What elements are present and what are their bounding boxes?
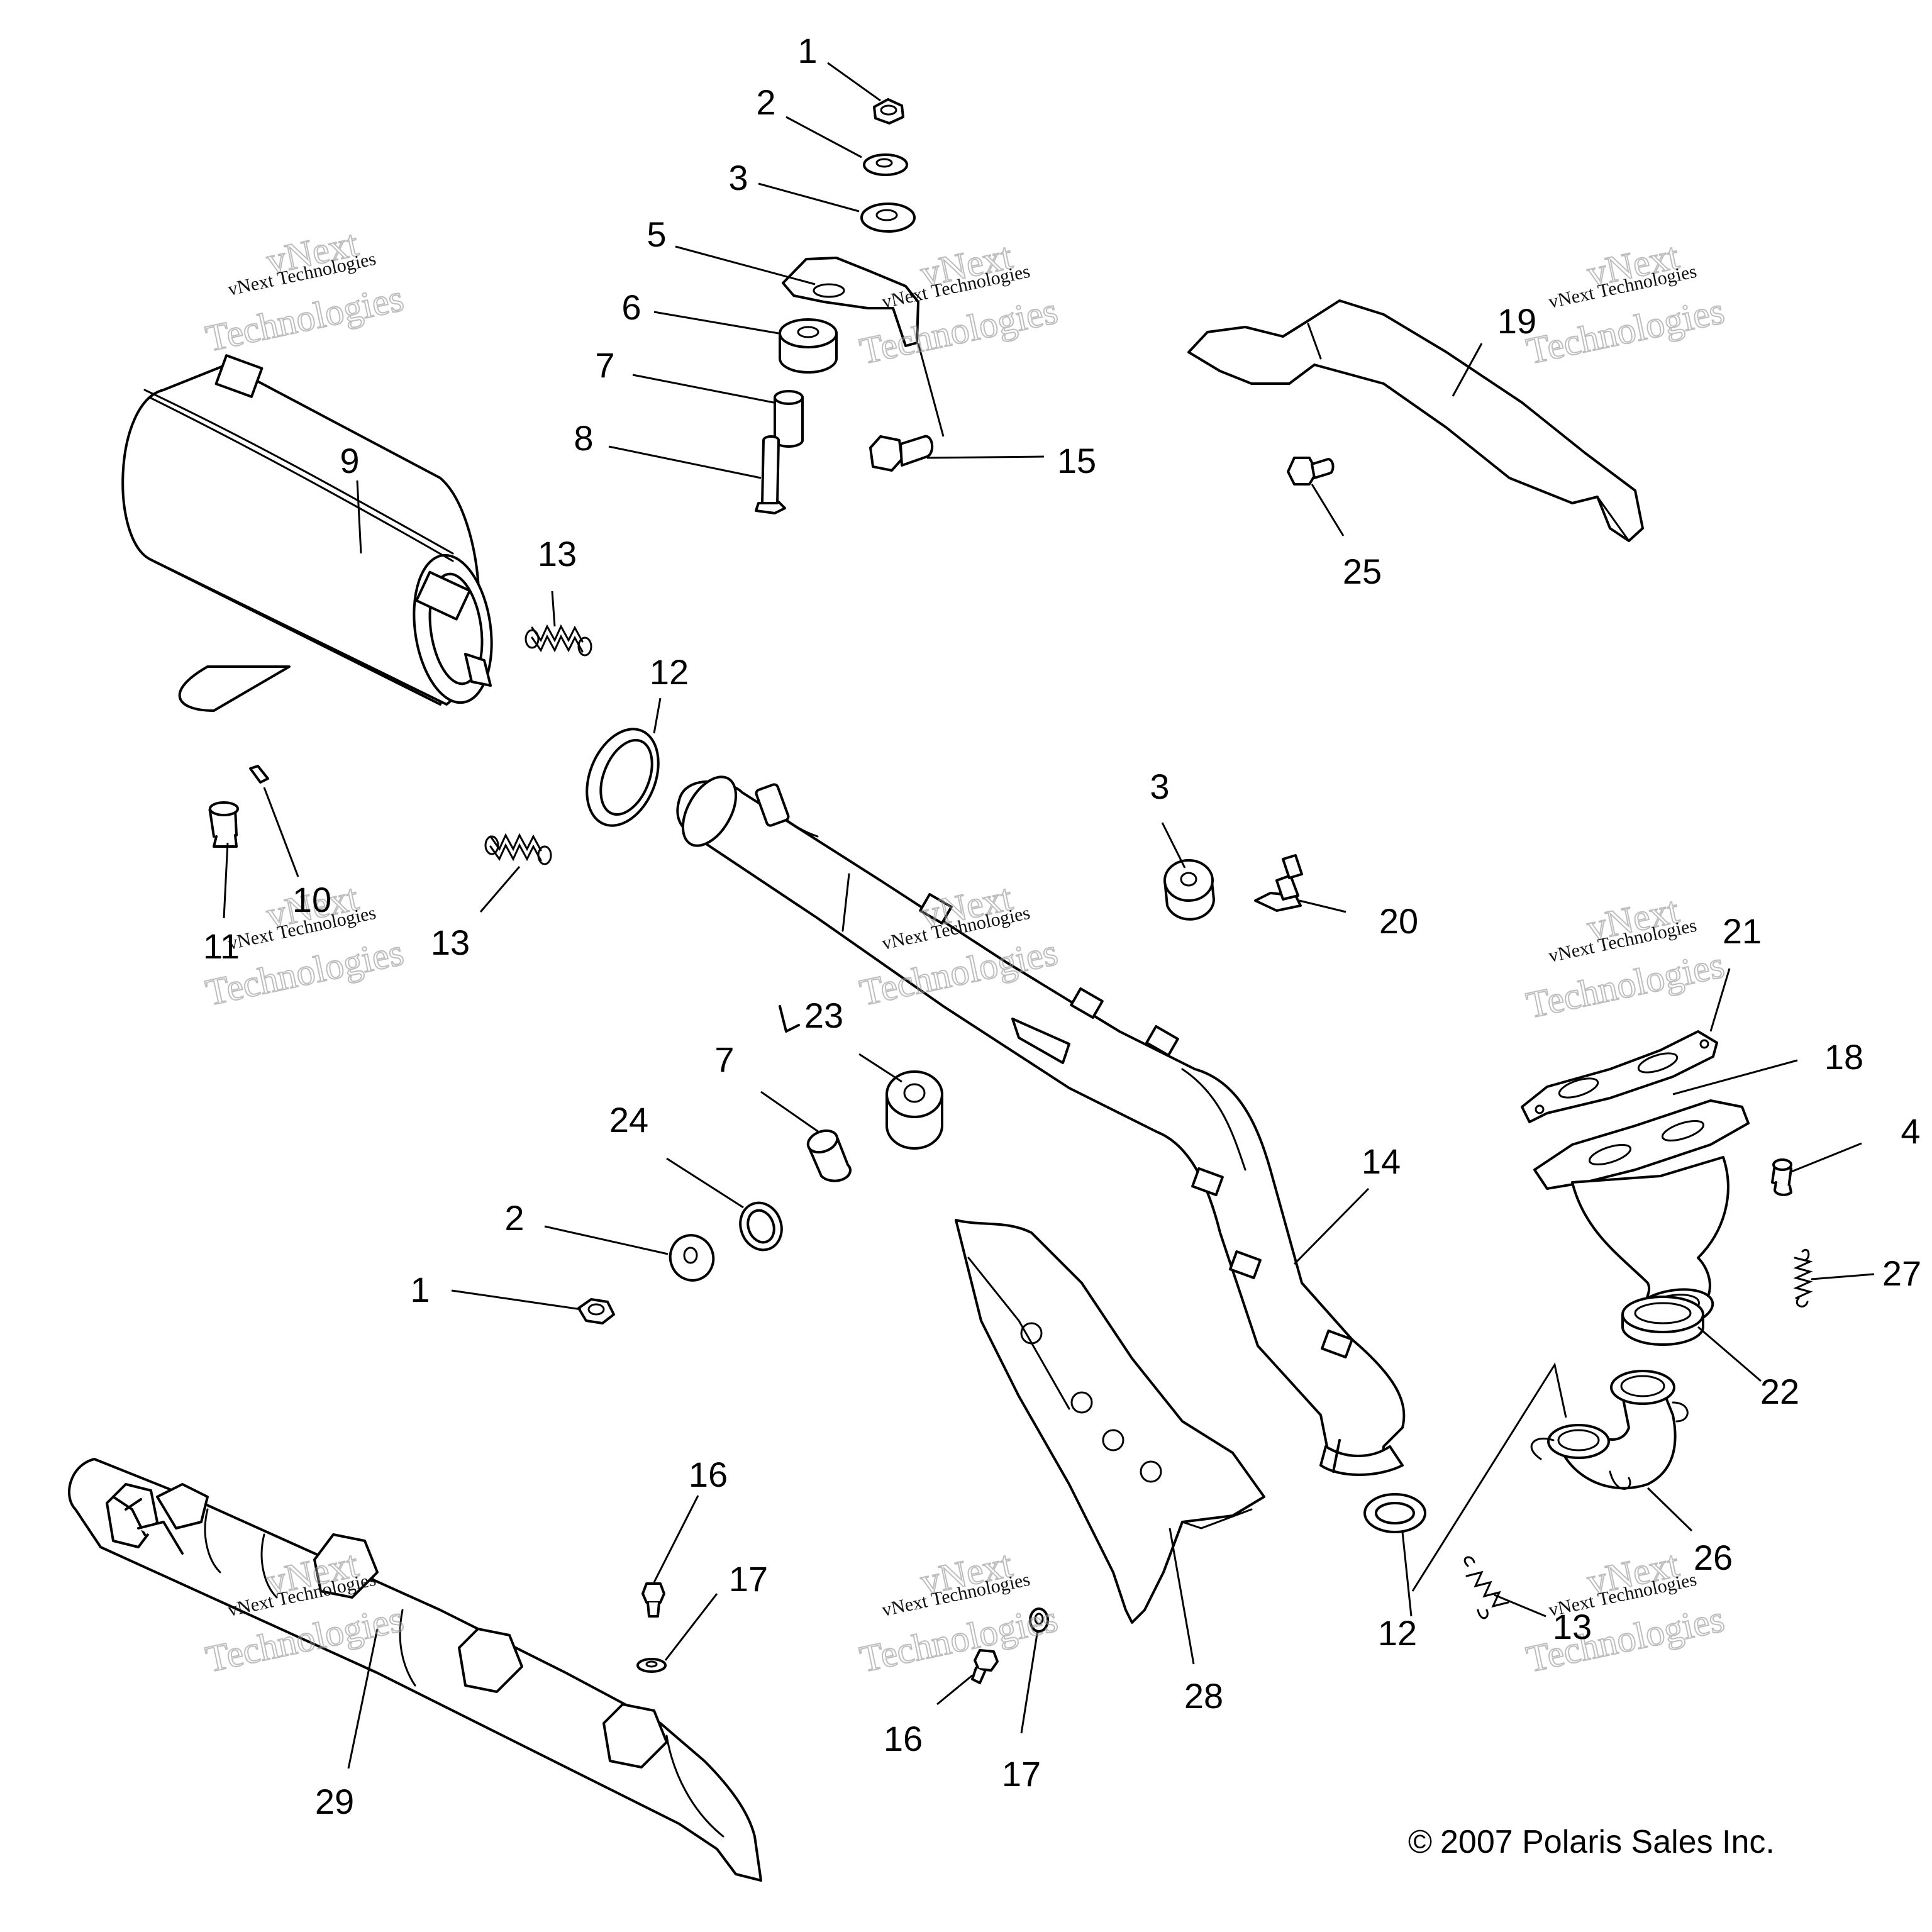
copyright-text: 2007 Polaris Sales Inc. <box>1440 1824 1775 1860</box>
callout-8: 8 <box>574 418 593 458</box>
callout-27: 27 <box>1882 1253 1921 1293</box>
callout-13: 13 <box>1553 1607 1592 1646</box>
callout-labels: 1 2 3 5 6 7 8 15 19 25 9 13 12 10 11 13 … <box>203 31 1921 1821</box>
callout-9: 9 <box>340 441 359 480</box>
part-10-pin <box>249 765 269 784</box>
part-17-washer-a <box>636 1658 667 1673</box>
callout-23: 23 <box>804 996 843 1035</box>
part-24-washer <box>739 1201 783 1252</box>
callout-14: 14 <box>1362 1141 1401 1181</box>
copyright-notice: © 2007 Polaris Sales Inc. <box>1408 1824 1775 1860</box>
part-16-bolt-a <box>641 1582 665 1618</box>
part-1-nut-top <box>873 98 904 125</box>
watermark-8: vNext vNext Technologies Technologies <box>855 1543 1062 1681</box>
part-7-sleeve-top <box>774 390 804 448</box>
callout-7: 7 <box>714 1040 734 1079</box>
callout-16: 16 <box>689 1455 728 1494</box>
part-16-bolt-b <box>971 1649 999 1684</box>
callout-29: 29 <box>315 1782 354 1821</box>
part-17-washer-b <box>1029 1607 1049 1633</box>
part-11-plug <box>208 801 239 848</box>
callout-1: 1 <box>797 31 817 70</box>
part-3-washer-top <box>860 203 916 233</box>
part-5-bracket <box>782 257 919 347</box>
part-13-spring-a <box>525 624 592 657</box>
copyright-symbol: © <box>1408 1824 1432 1860</box>
callout-28: 28 <box>1184 1676 1223 1716</box>
callout-13: 13 <box>538 534 577 574</box>
callout-6: 6 <box>621 287 641 327</box>
callout-12: 12 <box>650 652 689 692</box>
part-29-heat-shield <box>68 1458 762 1882</box>
callout-17: 17 <box>729 1559 768 1599</box>
callout-2: 2 <box>756 82 775 122</box>
part-2-washer-b <box>669 1234 715 1282</box>
callout-3: 3 <box>728 158 748 197</box>
callout-22: 22 <box>1760 1372 1799 1411</box>
callout-1: 1 <box>410 1270 430 1309</box>
callout-18: 18 <box>1824 1037 1863 1077</box>
callout-16: 16 <box>884 1719 923 1758</box>
callout-19: 19 <box>1497 301 1536 341</box>
part-9-muffler <box>121 354 493 712</box>
part-28-heat-shield <box>955 1219 1265 1624</box>
part-27-spring <box>1793 1248 1813 1307</box>
callout-2: 2 <box>504 1198 524 1238</box>
part-12-gasket-b <box>1363 1493 1426 1533</box>
part-26-elbow-pipe <box>1530 1370 1689 1490</box>
watermark-6: vNext vNext Technologies Technologies <box>1522 889 1728 1027</box>
part-12-gasket-a <box>586 728 660 827</box>
callout-5: 5 <box>647 214 666 254</box>
callout-11: 11 <box>203 926 240 966</box>
watermark-3: vNext vNext Technologies Technologies <box>1522 235 1728 373</box>
callout-3: 3 <box>1150 767 1169 806</box>
callout-21: 21 <box>1723 911 1762 951</box>
part-13-spring-b <box>484 833 552 865</box>
part-8-bolt <box>755 435 786 514</box>
callout-24: 24 <box>609 1100 648 1140</box>
part-22-gasket <box>1621 1296 1704 1346</box>
part-2-washer-top <box>863 153 908 176</box>
part-19-heat-shield <box>1187 299 1644 542</box>
part-6-grommet <box>779 318 838 374</box>
part-20-bolt <box>1254 854 1303 912</box>
callout-4: 4 <box>1901 1111 1920 1151</box>
part-3-washer-b <box>1163 859 1215 921</box>
callout-15: 15 <box>1057 441 1096 480</box>
callout-10: 10 <box>292 880 331 919</box>
watermark-1: vNext vNext Technologies Technologies <box>201 222 408 360</box>
part-13-spring-c <box>1463 1556 1509 1619</box>
part-1-nut-b <box>577 1298 615 1324</box>
callout-7: 7 <box>595 345 614 385</box>
part-14-exhaust-pipe <box>676 775 1406 1476</box>
part-4-bolt <box>1771 1158 1792 1196</box>
part-21-gasket <box>1521 1030 1718 1123</box>
part-7-sleeve-b <box>806 1129 852 1182</box>
part-23-grommet <box>886 1070 943 1150</box>
callout-13: 13 <box>431 923 470 962</box>
callout-25: 25 <box>1343 552 1382 591</box>
part-25-bolt <box>1287 457 1335 486</box>
callout-17: 17 <box>1002 1754 1041 1794</box>
callout-12: 12 <box>1378 1613 1417 1653</box>
part-15-bolt <box>869 435 934 472</box>
leader-lines <box>223 62 1875 1769</box>
callout-20: 20 <box>1379 901 1418 941</box>
callout-26: 26 <box>1694 1538 1733 1577</box>
